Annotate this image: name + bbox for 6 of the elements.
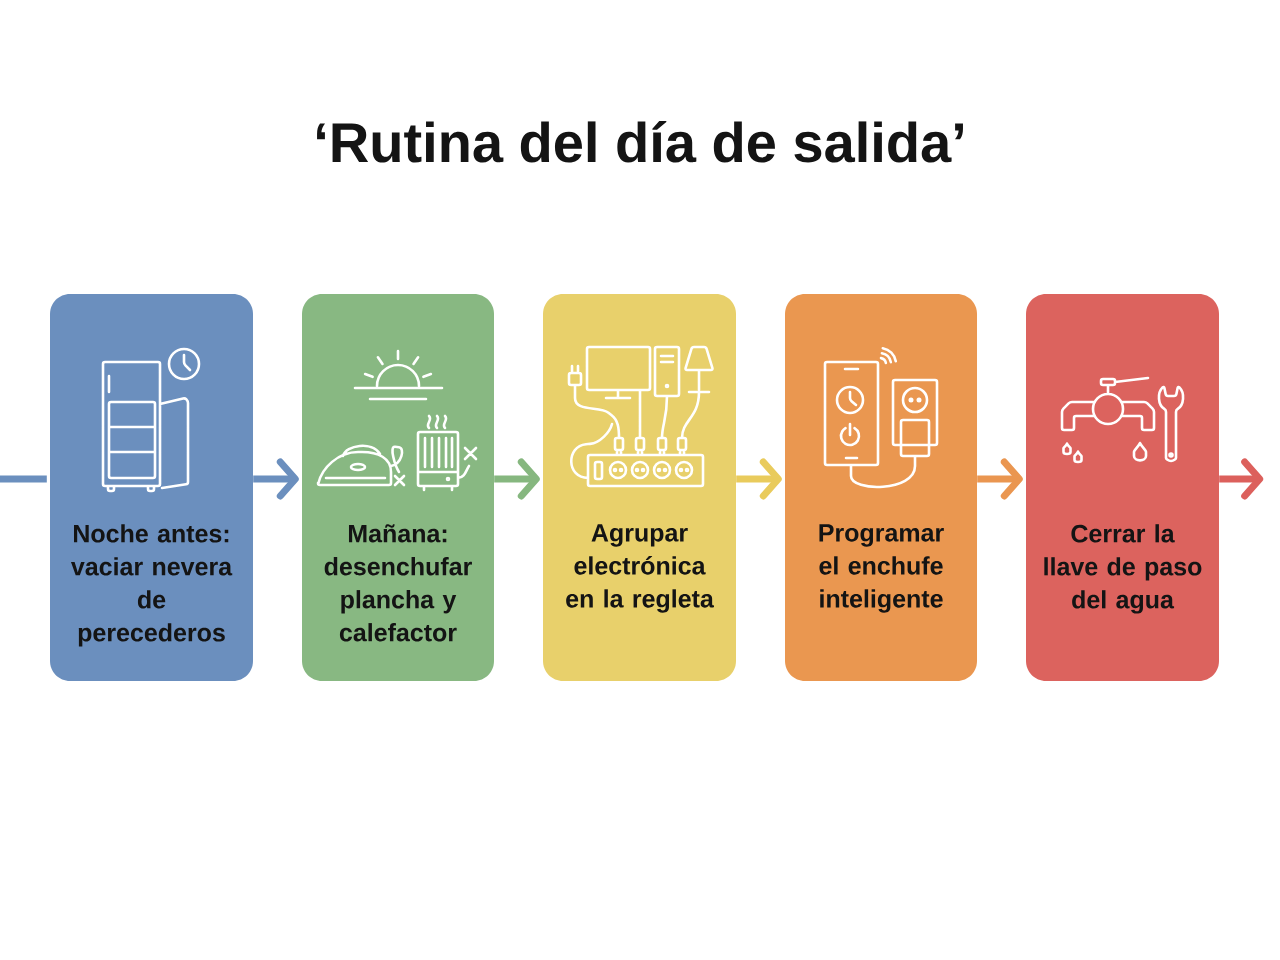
step-box: Mañana: desenchufar plancha y calefactor (302, 294, 494, 681)
step-box: Agrupar electrónica en la regleta (543, 294, 736, 681)
step-box: Noche antes: vaciar nevera de perecederos (50, 294, 253, 681)
title: ‘Rutina del día de salida’ (317, 120, 963, 163)
step-box: Cerrar la llave de paso del agua (1026, 294, 1219, 681)
step-box: Programar el enchufe inteligente (785, 294, 977, 681)
